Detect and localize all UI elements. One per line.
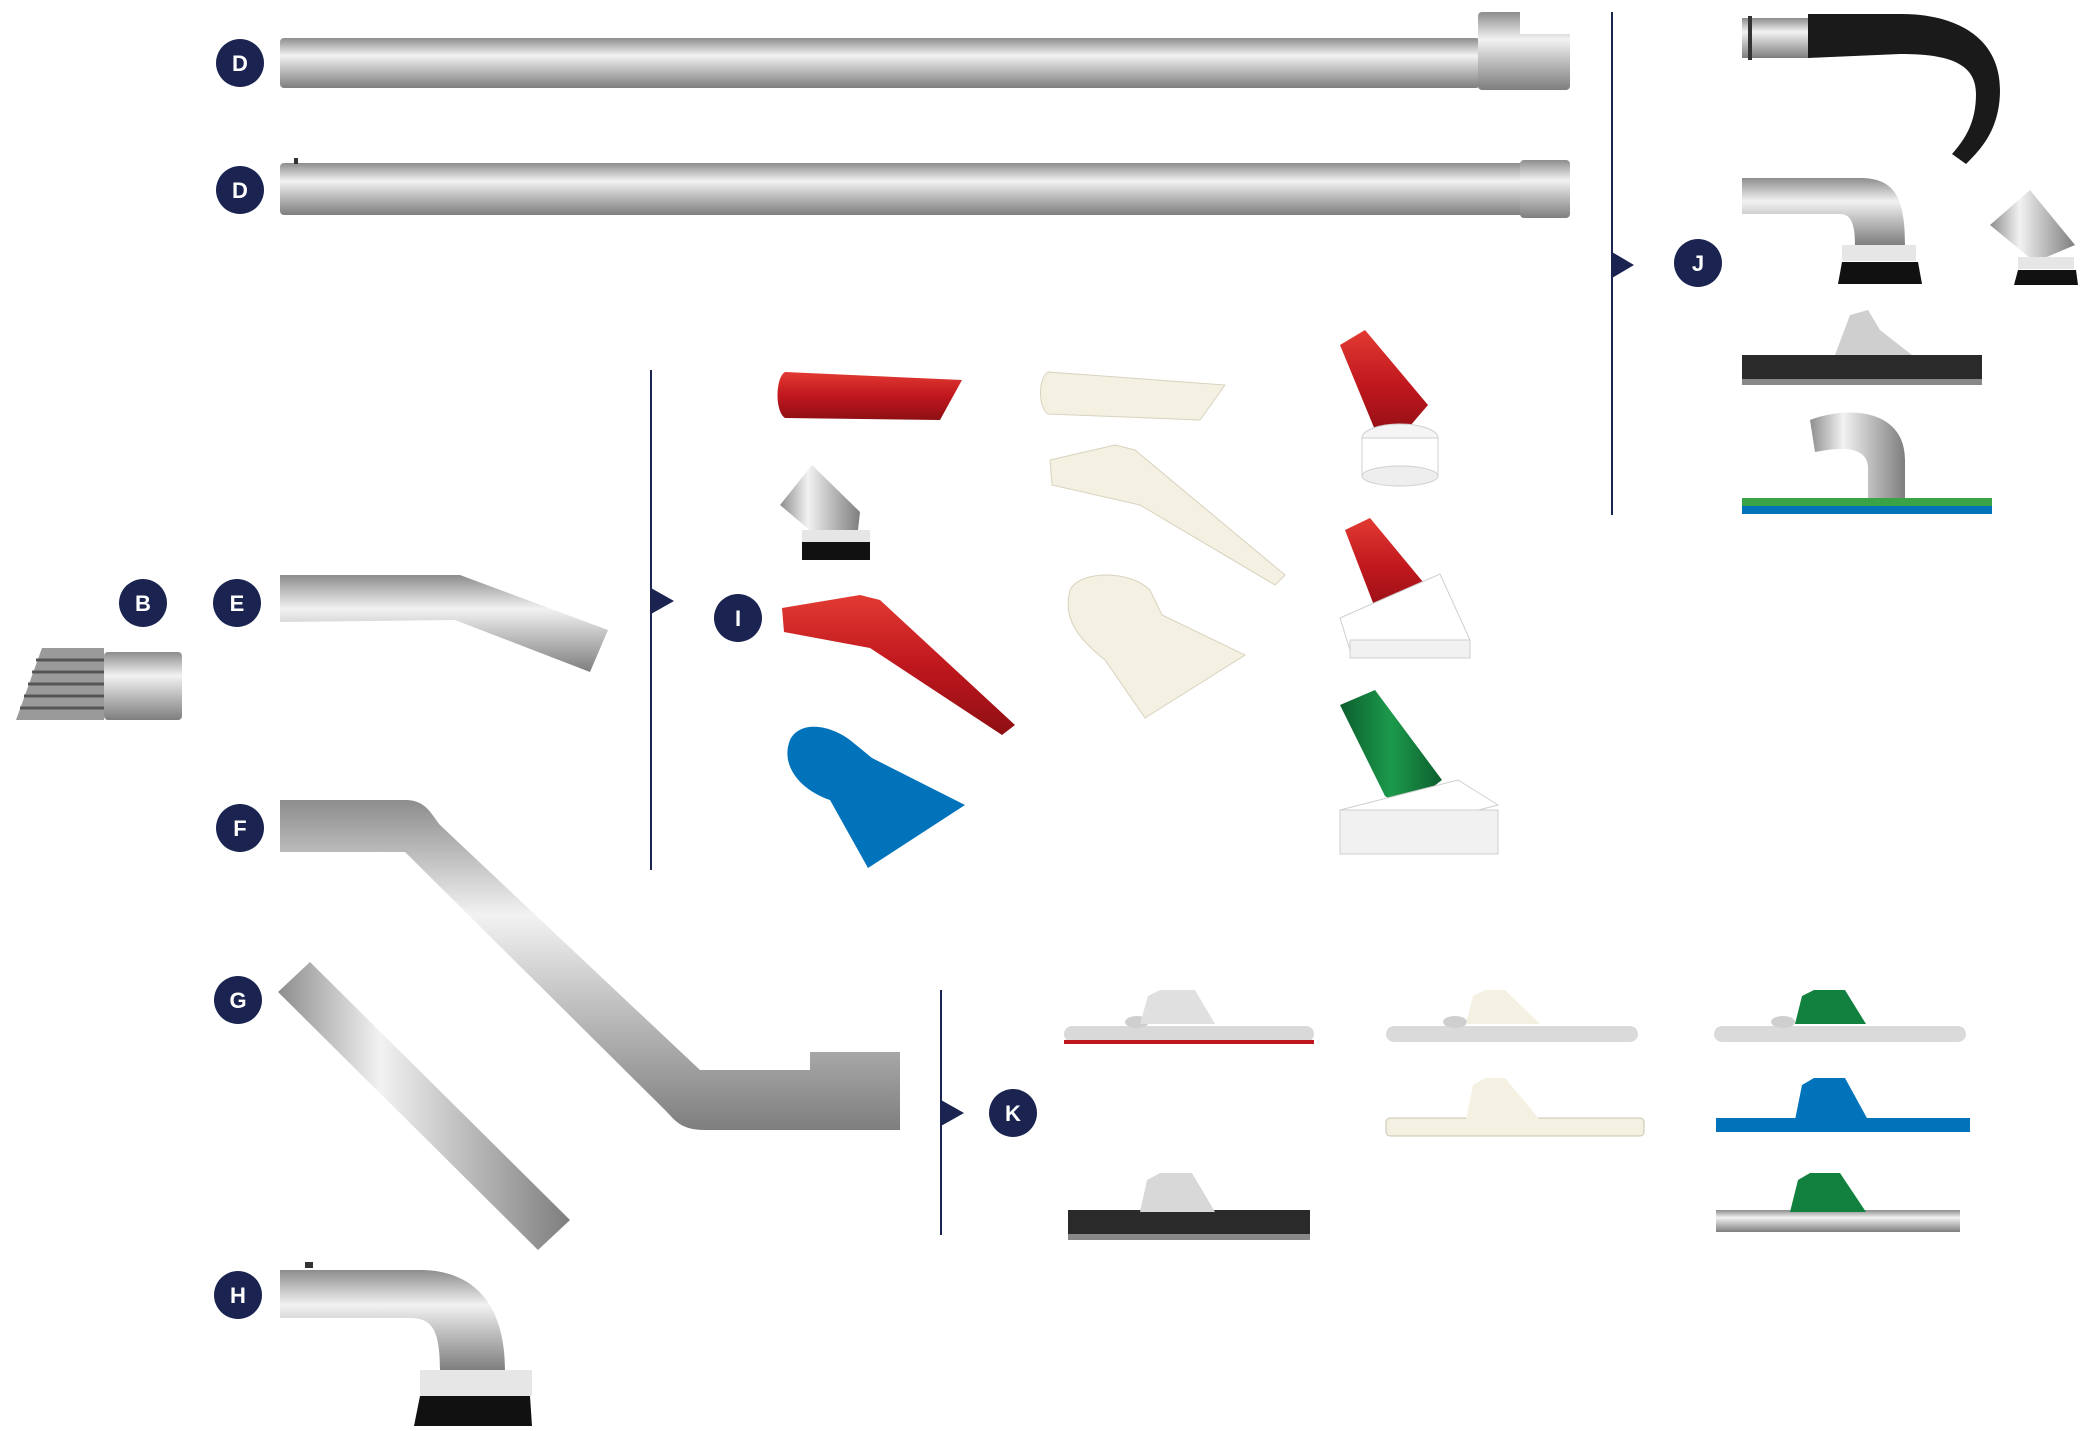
- badge-h: H: [214, 1271, 262, 1319]
- floor-tool-red-strip: [1064, 990, 1314, 1044]
- wand-h-brush: [280, 1262, 532, 1426]
- tapered-nozzle-red: [782, 595, 1015, 735]
- svg-text:D: D: [232, 51, 248, 76]
- floor-tool-black-rubber: [1068, 1173, 1310, 1240]
- badge-k: K: [989, 1089, 1037, 1137]
- tube-d-straight: [280, 158, 1570, 218]
- arrow-i: [651, 588, 674, 614]
- arrow-j: [1612, 252, 1634, 278]
- triangle-brush-red: [1339, 518, 1471, 659]
- svg-text:G: G: [229, 988, 246, 1013]
- bent-wand-brush-large: [1742, 178, 1922, 284]
- floor-tool-blue-squeegee: [1716, 1078, 1970, 1132]
- wide-nozzle-blue: [787, 726, 965, 868]
- tapered-nozzle-white: [1049, 444, 1286, 586]
- badge-d-top: D: [216, 39, 264, 87]
- floor-tool-green-rollers: [1714, 990, 1966, 1042]
- arrow-k: [941, 1100, 964, 1126]
- svg-text:H: H: [230, 1283, 246, 1308]
- svg-text:K: K: [1005, 1101, 1021, 1126]
- tube-d-long: [280, 12, 1570, 90]
- badge-f: F: [216, 804, 264, 852]
- crevice-nozzle-white: [1040, 371, 1226, 421]
- badge-g: G: [214, 976, 262, 1024]
- svg-text:D: D: [232, 178, 248, 203]
- svg-text:B: B: [135, 591, 151, 616]
- svg-text:F: F: [233, 816, 246, 841]
- svg-text:E: E: [230, 591, 245, 616]
- crevice-nozzle-red: [777, 372, 962, 420]
- svg-text:J: J: [1692, 251, 1704, 276]
- badge-b: B: [119, 579, 167, 627]
- floor-tool-white-rollers: [1386, 990, 1638, 1042]
- hose-adapter: [16, 648, 182, 720]
- bent-brush-grey: [780, 465, 870, 560]
- floor-tool-rubber-black: [1742, 310, 1982, 385]
- badge-i: I: [714, 594, 762, 642]
- svg-text:I: I: [735, 606, 741, 631]
- wand-f-s-curve: [280, 800, 900, 1130]
- bent-brush-small: [1990, 190, 2078, 285]
- wide-nozzle-white: [1067, 574, 1247, 719]
- hose-handle-black: [1742, 14, 2000, 164]
- floor-tool-green-blue: [1742, 412, 1992, 514]
- floor-tool-metal-green: [1716, 1173, 1960, 1232]
- badge-d-bottom: D: [216, 166, 264, 214]
- floor-tool-white-squeegee: [1385, 1078, 1645, 1137]
- wand-e-curved: [280, 575, 608, 672]
- wand-g-diagonal: [278, 962, 570, 1250]
- badge-j: J: [1674, 239, 1722, 287]
- round-brush-red: [1340, 330, 1439, 487]
- scrub-brush-green: [1338, 690, 1500, 855]
- badge-e: E: [213, 579, 261, 627]
